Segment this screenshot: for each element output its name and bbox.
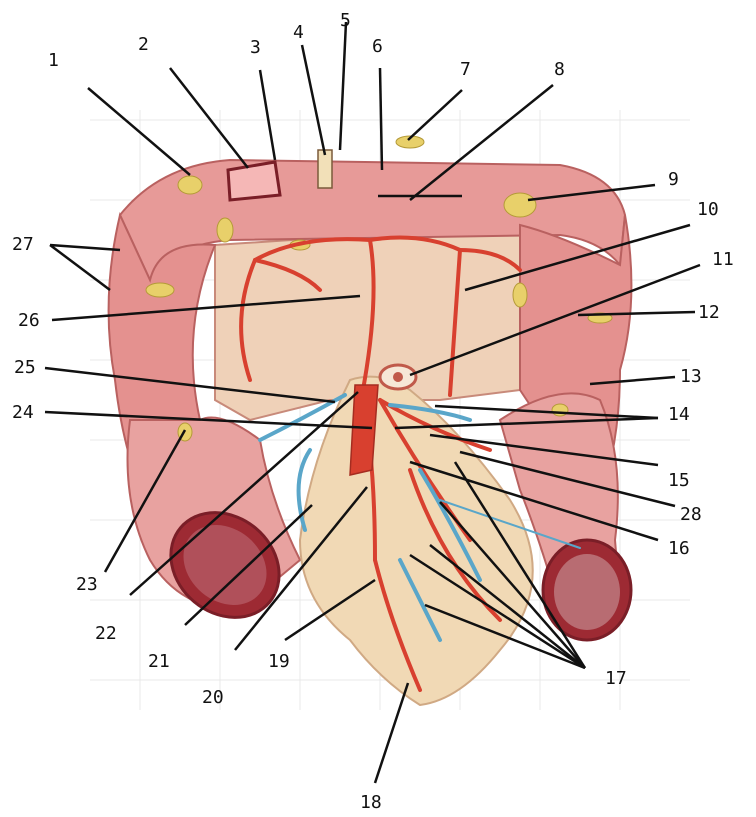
label-25: 25 — [14, 357, 36, 378]
label-24: 24 — [12, 402, 34, 423]
label-19: 19 — [268, 651, 290, 672]
epiploic-appendages — [145, 135, 613, 442]
label-5: 5 — [340, 10, 351, 31]
label-28: 28 — [680, 504, 702, 525]
label-11: 11 — [712, 249, 734, 270]
label-2: 2 — [138, 34, 149, 55]
label-23: 23 — [76, 574, 98, 595]
label-7: 7 — [460, 59, 471, 80]
label-18: 18 — [360, 792, 382, 813]
colon-wall-window — [226, 160, 282, 202]
label-16: 16 — [668, 538, 690, 559]
left-cut-end-inner — [183, 525, 267, 605]
label-8: 8 — [554, 59, 565, 80]
label-4: 4 — [293, 22, 304, 43]
mesenteric-root — [349, 384, 379, 476]
label-21: 21 — [148, 651, 170, 672]
muscle-layer-strip — [317, 149, 333, 189]
leader-lines — [44, 21, 701, 784]
label-6: 6 — [372, 36, 383, 57]
label-15: 15 — [668, 470, 690, 491]
label-22: 22 — [95, 623, 117, 644]
root-cut-lumen — [393, 372, 403, 382]
label-17: 17 — [605, 668, 627, 689]
label-10: 10 — [697, 199, 719, 220]
label-13: 13 — [680, 366, 702, 387]
label-20: 20 — [202, 687, 224, 708]
label-14: 14 — [668, 404, 690, 425]
right-cut-end-inner — [554, 554, 620, 630]
label-3: 3 — [250, 37, 261, 58]
label-26: 26 — [18, 310, 40, 331]
label-9: 9 — [668, 169, 679, 190]
veins — [258, 393, 581, 642]
label-27: 27 — [12, 234, 34, 255]
label-12: 12 — [698, 302, 720, 323]
number-labels: 1 2 3 4 5 6 7 8 9 10 11 12 13 14 15 16 1… — [12, 10, 734, 813]
label-1: 1 — [48, 50, 59, 71]
